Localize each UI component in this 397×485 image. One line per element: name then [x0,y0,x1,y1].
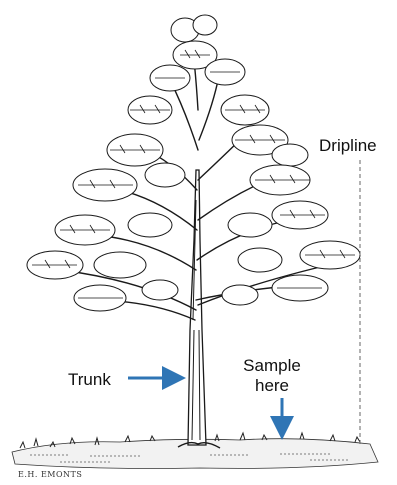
sample-label-line2: here [254,376,290,395]
sample-label: Sample here [232,356,312,396]
trunk [177,169,221,449]
sample-label-line1: Sample [243,356,301,375]
artist-signature: E.H. EMONTS [18,470,83,479]
dripline-label: Dripline [319,136,377,155]
trunk-label: Trunk [68,370,111,389]
foliage-veins [32,49,355,299]
ground [11,431,379,469]
